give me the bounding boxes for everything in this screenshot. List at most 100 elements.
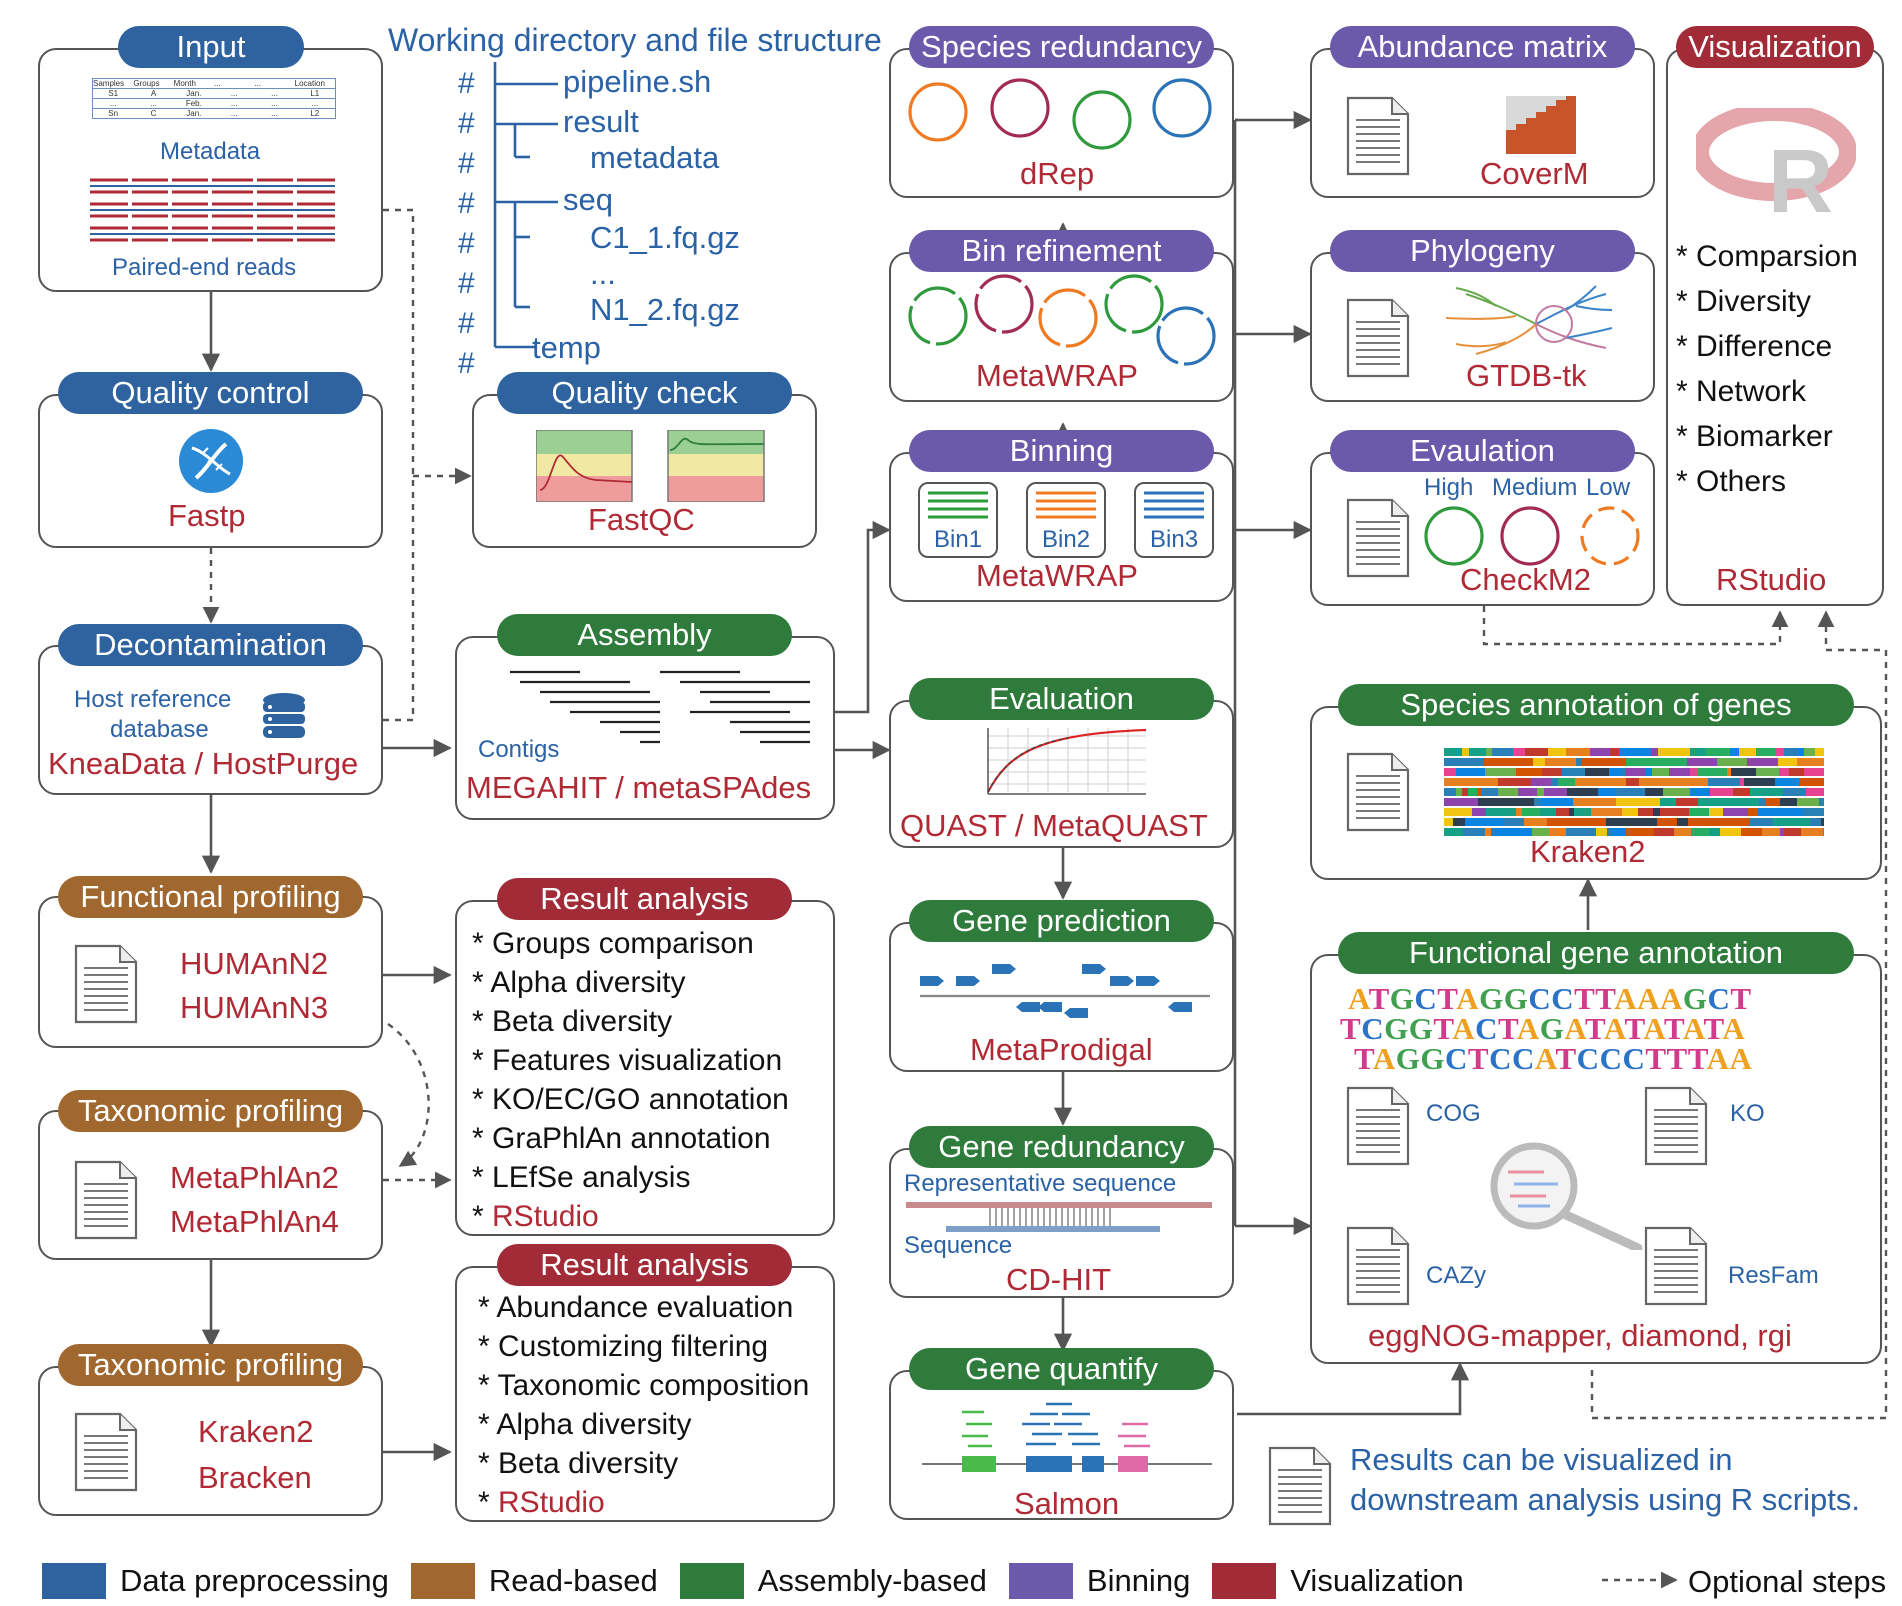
document-icon — [1644, 1086, 1708, 1166]
input-header: Input — [118, 26, 304, 68]
tree-hash-column: ######## — [458, 67, 475, 380]
phylogenetic-tree-icon — [1445, 285, 1613, 355]
coverage-heatmap-icon — [1506, 96, 1576, 154]
document-icon — [1346, 96, 1410, 176]
list-item: * Alpha diversity — [472, 966, 686, 999]
list-item: * Difference — [1676, 330, 1833, 363]
evaluation-curve-icon — [987, 728, 1147, 795]
cog-label: COG — [1426, 1100, 1481, 1127]
salmon-label: Salmon — [1014, 1486, 1120, 1521]
arrow-assembly-to-binning — [835, 520, 891, 714]
magnifier-icon — [1490, 1142, 1643, 1250]
result-analysis-box — [455, 900, 835, 1236]
list-item: * Alpha diversity — [478, 1408, 692, 1441]
list-item: * RStudio — [478, 1486, 605, 1519]
list-item: * Groups comparison — [472, 927, 754, 960]
sequence-label: Sequence — [904, 1232, 1013, 1259]
list-item: * Taxonomic composition — [478, 1369, 810, 1402]
fastp-logo-icon — [179, 429, 243, 493]
legend-label: Assembly-based — [757, 1563, 987, 1598]
list-item: * Comparsion — [1676, 240, 1858, 273]
genome-circles-icon — [908, 78, 1212, 150]
quast-label: QUAST / MetaQUAST — [900, 808, 1208, 843]
list-item: * KO/EC/GO annotation — [472, 1083, 789, 1116]
bin-refinement-header: Bin refinement — [909, 230, 1214, 272]
arrow-quantify-to-annotation — [1237, 1362, 1470, 1416]
taxonomic-profiling-header: Taxonomic profiling — [58, 1090, 363, 1132]
drep-label: dRep — [1020, 156, 1095, 191]
functional-annotation-header: Functional gene annotation — [1338, 932, 1854, 974]
species-redundancy-box — [889, 48, 1234, 198]
list-item: * Customizing filtering — [478, 1330, 769, 1363]
legend-swatch — [1008, 1563, 1073, 1599]
abundance-matrix-header: Abundance matrix — [1330, 26, 1635, 68]
legend-swatch — [1212, 1563, 1277, 1599]
taxonomic-profiling-header: Taxonomic profiling — [58, 1344, 363, 1386]
visualization-list: * Comparsion * Diversity * Difference * … — [1676, 234, 1858, 504]
rstudio-label: RStudio — [1716, 562, 1827, 597]
dna-sequences: ATGCTAGGCCTTAAAGCT TCGGTACTAGATATATATA T… — [1340, 983, 1753, 1076]
quality-level-low: Low — [1586, 474, 1631, 501]
transcript-quantify-icon — [922, 1402, 1212, 1472]
kneadata-label: KneaData / HostPurge — [48, 746, 359, 781]
database-label: database — [110, 716, 209, 743]
document-icon — [74, 944, 138, 1024]
document-icon — [1346, 298, 1410, 378]
representative-sequence-label: Representative sequence — [904, 1170, 1177, 1197]
list-item: * Beta diversity — [478, 1447, 679, 1480]
assembly-header: Assembly — [497, 614, 792, 656]
legend-label: Binning — [1086, 1563, 1191, 1598]
contigs-label: Contigs — [478, 736, 560, 763]
list-item: * LEfSe analysis — [472, 1161, 691, 1194]
quality-level-high: High — [1424, 474, 1474, 501]
dna-sequence-line: TAGGCTCCATCCCTTTAA — [1354, 1041, 1753, 1076]
humann3-label: HUMAnN3 — [180, 990, 329, 1025]
visualization-header: Visualization — [1676, 26, 1874, 68]
contigs-icon — [510, 670, 810, 744]
evaluation-bins-header: Evaulation — [1330, 430, 1635, 472]
bin-quality-circles-icon — [1424, 506, 1640, 566]
humann2-label: HUMAnN2 — [180, 946, 329, 981]
legend-optional-label: Optional steps — [1688, 1564, 1887, 1599]
result-analysis-list: * Groups comparison * Alpha diversity * … — [472, 924, 789, 1236]
species-annotation-header: Species annotation of genes — [1338, 684, 1854, 726]
legend-label: Read-based — [488, 1563, 658, 1598]
cazy-label: CAZy — [1426, 1262, 1486, 1289]
gene-redundancy-header: Gene redundancy — [909, 1126, 1214, 1168]
document-icon — [1268, 1446, 1332, 1526]
list-item: * Network — [1676, 375, 1807, 408]
gene-quantify-header: Gene quantify — [909, 1348, 1214, 1390]
megahit-label: MEGAHIT / metaSPAdes — [466, 770, 812, 805]
gene-arrows-icon — [920, 964, 1210, 1018]
document-icon — [74, 1412, 138, 1492]
legend: Data preprocessing Read-based Assembly-b… — [42, 1560, 1464, 1602]
tree-title: Working directory and file structure — [388, 22, 882, 58]
binning-header: Binning — [909, 430, 1214, 472]
dashed-line-input-to-decon — [383, 208, 415, 722]
functional-profiling-header: Functional profiling — [58, 876, 363, 918]
assembly-box — [455, 636, 835, 820]
metadata-label: Metadata — [160, 138, 261, 165]
kraken2-label: Kraken2 — [1530, 834, 1646, 869]
fastp-label: Fastp — [168, 498, 246, 533]
decontamination-header: Decontamination — [58, 624, 363, 666]
quality-level-medium: Medium — [1492, 474, 1578, 501]
fastqc-plot-icons — [536, 430, 765, 502]
result-analysis-header: Result analysis — [497, 1244, 792, 1286]
list-item: * Features visualization — [472, 1044, 783, 1077]
evaluation-box — [889, 700, 1234, 848]
document-icon — [1346, 752, 1410, 832]
list-item: * GraPhlAn annotation — [472, 1122, 771, 1155]
legend-swatch — [410, 1563, 475, 1599]
tree-item: temp — [532, 330, 601, 365]
document-icon — [1346, 1086, 1410, 1166]
quality-check-header: Quality check — [497, 372, 792, 414]
tree-item: C1_1.fq.gz — [590, 220, 740, 255]
dashed-arrow-functional-to-tax — [387, 1023, 430, 1168]
metawrap-label: MetaWRAP — [976, 358, 1138, 393]
metaphlan2-label: MetaPhlAn2 — [170, 1160, 339, 1195]
checkm2-label: CheckM2 — [1460, 562, 1591, 597]
